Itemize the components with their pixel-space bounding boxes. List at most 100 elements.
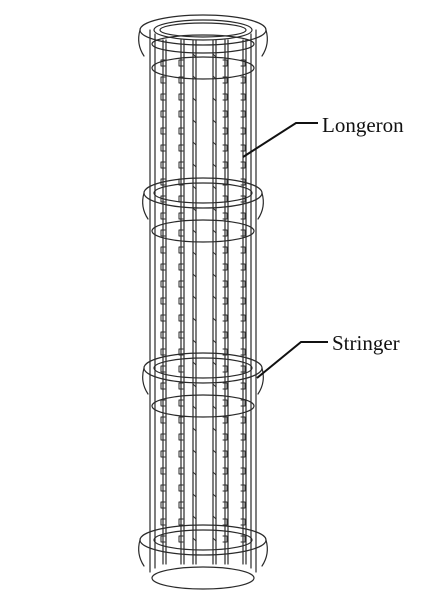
- stringer-clip: [178, 297, 184, 305]
- ring-frame-inner-3: [153, 529, 253, 551]
- ring-frame-lower-0: [151, 56, 255, 80]
- stringer-clip: [160, 331, 166, 339]
- stringer-clip: [222, 416, 228, 424]
- top-cap-lower-ring: [151, 34, 255, 54]
- stringer-clip: [240, 280, 246, 288]
- rail-notch: [212, 449, 217, 454]
- stringer-clip: [160, 127, 166, 135]
- ring-frame-inner-2: [153, 357, 253, 379]
- stringer-clip: [160, 399, 166, 407]
- stringer-clip: [178, 518, 184, 526]
- stringer-clip: [222, 246, 228, 254]
- rail-notch: [192, 515, 197, 520]
- stringer-clip: [178, 246, 184, 254]
- stringer-clip: [222, 76, 228, 84]
- ring-lug-left-3: [138, 539, 145, 567]
- rail-notch: [212, 75, 217, 80]
- stringer-clip: [222, 365, 228, 373]
- stringer-clip: [222, 110, 228, 118]
- stringer-clip: [160, 535, 166, 543]
- stringer-clip: [240, 93, 246, 101]
- stringer-clip: [240, 110, 246, 118]
- stringer-clip: [160, 59, 166, 67]
- stringer-clip: [178, 110, 184, 118]
- rail-notch: [192, 449, 197, 454]
- rail-notch: [212, 119, 217, 124]
- stringer-clip: [240, 76, 246, 84]
- stringer-clip: [178, 93, 184, 101]
- rail-notch: [212, 251, 217, 256]
- ring-lug-right-3: [261, 539, 268, 567]
- stringer-clip: [178, 433, 184, 441]
- stringer-clip: [222, 331, 228, 339]
- rail-notch: [192, 119, 197, 124]
- stringer-clip: [160, 263, 166, 271]
- rail-notch: [192, 97, 197, 102]
- stringer-clip: [240, 229, 246, 237]
- stringer-clip: [240, 161, 246, 169]
- stringer-clip: [222, 450, 228, 458]
- rail-notch: [212, 97, 217, 102]
- rail-notch: [192, 207, 197, 212]
- ring-frame-lower-3: [151, 566, 255, 590]
- stringer-clip: [178, 263, 184, 271]
- stringer-clip: [160, 416, 166, 424]
- rail-notch: [192, 75, 197, 80]
- stringer-clip: [160, 76, 166, 84]
- rail-notch: [212, 405, 217, 410]
- rail-notch: [192, 185, 197, 190]
- stringer-clip: [178, 467, 184, 475]
- stringer-clip: [160, 93, 166, 101]
- top-cap-inner-ring: [159, 22, 247, 38]
- stringer-clip: [240, 450, 246, 458]
- stringer-clip: [160, 297, 166, 305]
- stringer-clip: [240, 433, 246, 441]
- stringer-clip: [222, 93, 228, 101]
- ring-lug-right-0: [261, 29, 268, 57]
- stringer-clip: [160, 110, 166, 118]
- rail-notch: [212, 141, 217, 146]
- rail-notch: [212, 339, 217, 344]
- stringer-clip: [222, 127, 228, 135]
- rail-notch: [192, 251, 197, 256]
- ring-lug-right-1: [257, 192, 264, 220]
- stringer-clip: [222, 161, 228, 169]
- stringer-clip: [240, 144, 246, 152]
- stringer-clip: [160, 382, 166, 390]
- stringer-clip: [178, 450, 184, 458]
- stringer-clip: [178, 348, 184, 356]
- stringer-clip: [178, 161, 184, 169]
- stringer-clip: [240, 297, 246, 305]
- stringer-clip: [222, 297, 228, 305]
- stringer-clip: [222, 382, 228, 390]
- longeron-leader-line: [242, 122, 318, 158]
- stringer-clip: [178, 484, 184, 492]
- rail-notch: [192, 229, 197, 234]
- rail-notch: [212, 515, 217, 520]
- rail-notch: [192, 141, 197, 146]
- stringer-clip: [240, 416, 246, 424]
- stringer-clip: [178, 535, 184, 543]
- stringer-clip: [160, 161, 166, 169]
- rail-notch: [212, 427, 217, 432]
- stringer-clip: [178, 331, 184, 339]
- stringer-clip: [222, 263, 228, 271]
- stringer-clip: [160, 348, 166, 356]
- stringer-clip: [160, 229, 166, 237]
- stringer-clip: [240, 314, 246, 322]
- stringer-clip: [222, 59, 228, 67]
- stringer-clip: [240, 195, 246, 203]
- stringer-clip: [222, 212, 228, 220]
- stringer-label: Stringer: [332, 331, 400, 355]
- stringer-clip: [240, 127, 246, 135]
- stringer-clip: [160, 484, 166, 492]
- rail-notch: [192, 163, 197, 168]
- rail-notch: [212, 207, 217, 212]
- stringer-clip: [160, 467, 166, 475]
- stringer-clip: [160, 450, 166, 458]
- stringer-clip: [178, 399, 184, 407]
- stringer-clip: [160, 144, 166, 152]
- stringer-clip: [240, 331, 246, 339]
- stringer-clip: [178, 229, 184, 237]
